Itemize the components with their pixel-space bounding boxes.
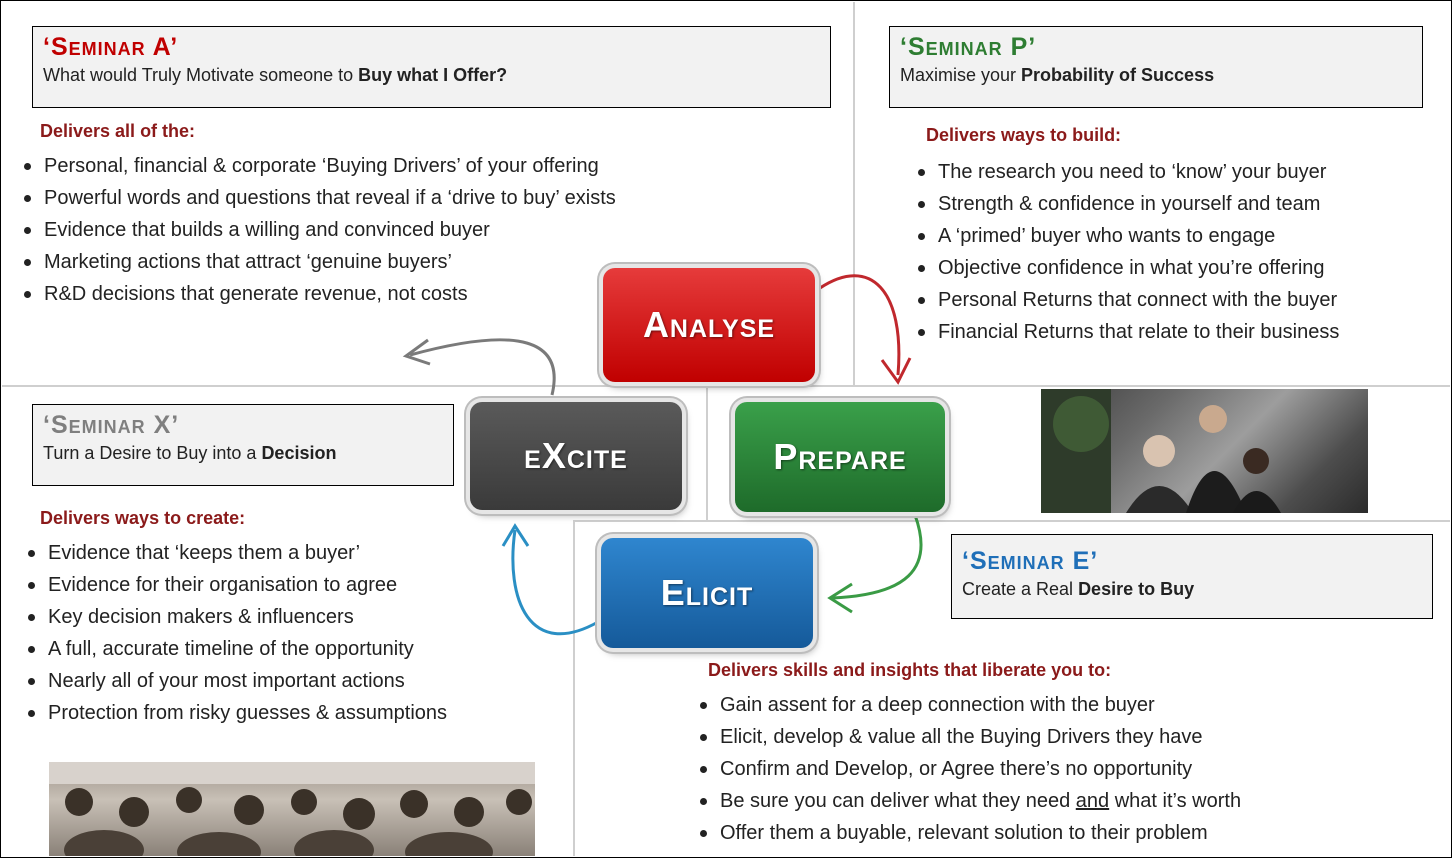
arrow-elicit-to-excite [511,529,599,636]
seminar-x-title-box: ‘Seminar X’ Turn a Desire to Buy into a … [32,404,454,486]
list-item: Nearly all of your most important action… [22,665,447,697]
analyse-button: Analyse [603,268,815,382]
list-item: Key decision makers & influencers [22,601,447,633]
seminar-e-subtitle-bold: Desire to Buy [1078,579,1195,599]
seminar-x-list: Evidence that ‘keeps them a buyer’ Evide… [22,537,447,729]
seminar-e-subtitle: Create a Real Desire to Buy [962,577,1422,601]
seminar-a-title: ‘Seminar A’ [43,33,179,61]
seminar-photo-large [49,762,535,856]
seminar-e-title: ‘Seminar E’ [962,547,1099,575]
seminar-x-subtitle: Turn a Desire to Buy into a Decision [43,441,443,465]
list-item-underline: and [1075,790,1110,812]
seminar-x-subtitle-bold: Decision [261,443,337,463]
list-item: A full, accurate timeline of the opportu… [22,633,447,665]
list-item: Be sure you can deliver what they need a… [694,785,1241,817]
seminar-a-title-box: ‘Seminar A’ What would Truly Motivate so… [32,26,831,108]
seminar-e-list: Gain assent for a deep connection with t… [694,689,1241,849]
divider-lower-vertical [573,520,575,856]
seminar-x-delivers: Delivers ways to create: [40,508,246,528]
list-item: Financial Returns that relate to their b… [912,316,1339,348]
audience-icon [49,762,535,856]
arrow-excite-to-analyse [409,338,556,396]
list-item: The research you need to ‘know’ your buy… [912,156,1339,188]
seminar-a-list: Personal, financial & corporate ‘Buying … [18,150,616,310]
seminar-p-subtitle-text: Maximise your [900,65,1022,85]
list-item: A ‘primed’ buyer who wants to engage [912,220,1339,252]
list-item: Evidence for their organisation to agree [22,569,447,601]
list-item-text: Be sure you can deliver what they need [720,790,1076,812]
elicit-button: Elicit [601,538,813,648]
list-item: Strength & confidence in yourself and te… [912,188,1339,220]
seminar-x-subtitle-text: Turn a Desire to Buy into a [43,443,262,463]
seminar-p-subtitle-bold: Probability of Success [1021,65,1215,85]
list-item: Objective confidence in what you’re offe… [912,252,1339,284]
seminar-a-delivers: Delivers all of the: [40,121,196,141]
divider-lower-horizontal [573,520,1450,522]
list-item: Personal Returns that connect with the b… [912,284,1339,316]
list-item: Evidence that builds a willing and convi… [18,214,616,246]
arrow-prepare-to-elicit [831,514,923,600]
divider-left-horizontal [2,385,708,387]
list-item: Protection from risky guesses & assumpti… [22,697,447,729]
list-item: Confirm and Develop, or Agree there’s no… [694,753,1241,785]
seminar-a-subtitle-text: What would Truly Motivate someone to [43,65,359,85]
meeting-people-icon [1041,389,1281,513]
list-item: Evidence that ‘keeps them a buyer’ [22,537,447,569]
seminar-p-delivers: Delivers ways to build: [926,125,1122,145]
seminar-e-delivers: Delivers skills and insights that libera… [708,660,1112,680]
analyse-label: Analyse [642,304,776,345]
seminar-p-title: ‘Seminar P’ [900,33,1037,61]
seminar-p-subtitle: Maximise your Probability of Success [900,63,1412,87]
divider-top-vertical [853,2,855,385]
seminar-p-title-box: ‘Seminar P’ Maximise your Probability of… [889,26,1423,108]
list-item: Gain assent for a deep connection with t… [694,689,1241,721]
seminar-p-list: The research you need to ‘know’ your buy… [912,156,1339,348]
excite-button: eXcite [470,402,682,510]
list-item: Powerful words and questions that reveal… [18,182,616,214]
list-item: Elicit, develop & value all the Buying D… [694,721,1241,753]
seminar-a-subtitle: What would Truly Motivate someone to Buy… [43,63,820,87]
prepare-button: Prepare [735,402,945,512]
arrow-analyse-to-prepare [819,274,901,376]
elicit-label: Elicit [660,572,754,613]
list-item-text: what it’s worth [1109,790,1242,812]
seminar-x-title: ‘Seminar X’ [43,411,180,439]
divider-mid-vertical [706,385,708,522]
seminar-a-subtitle-bold: Buy what I Offer? [358,65,508,85]
divider-right-horizontal [706,385,1450,387]
list-item: Marketing actions that attract ‘genuine … [18,246,616,278]
seminar-photo-small [1041,389,1368,513]
prepare-label: Prepare [773,436,907,477]
excite-label: eXcite [524,435,628,476]
list-item: Personal, financial & corporate ‘Buying … [18,150,616,182]
seminar-e-title-box: ‘Seminar E’ Create a Real Desire to Buy [951,534,1433,619]
seminar-e-subtitle-text: Create a Real [962,579,1079,599]
list-item: R&D decisions that generate revenue, not… [18,278,616,310]
list-item: Offer them a buyable, relevant solution … [694,817,1241,849]
